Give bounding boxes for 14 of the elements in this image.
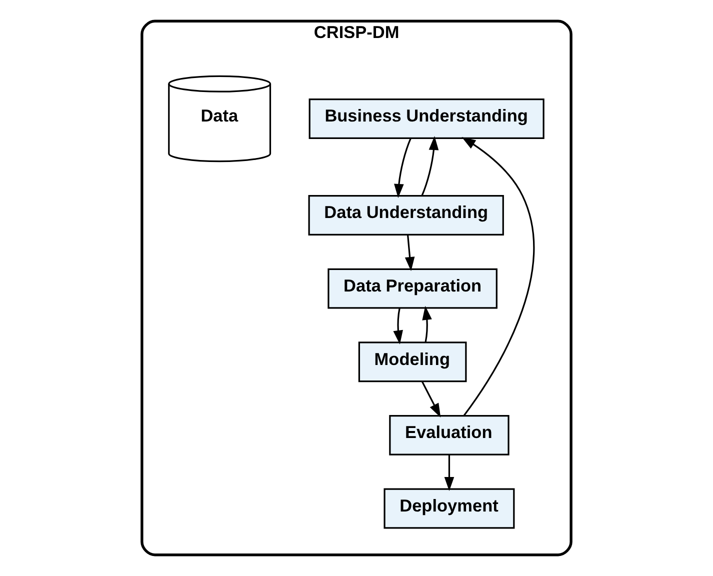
node-box: Evaluation [389, 414, 510, 456]
node-box: Business Understanding [308, 98, 544, 139]
arrow [444, 454, 454, 492]
node-box: Data Understanding [308, 195, 504, 236]
node-box: Data Preparation [328, 268, 498, 309]
arrow [421, 136, 439, 196]
arrow [421, 381, 441, 418]
node-box: Modeling [358, 342, 467, 382]
arrow [422, 306, 432, 342]
node-box: Deployment [384, 488, 515, 529]
arrow [393, 308, 403, 344]
arrow [462, 136, 534, 416]
arrow [394, 138, 412, 198]
arrow [404, 234, 415, 272]
